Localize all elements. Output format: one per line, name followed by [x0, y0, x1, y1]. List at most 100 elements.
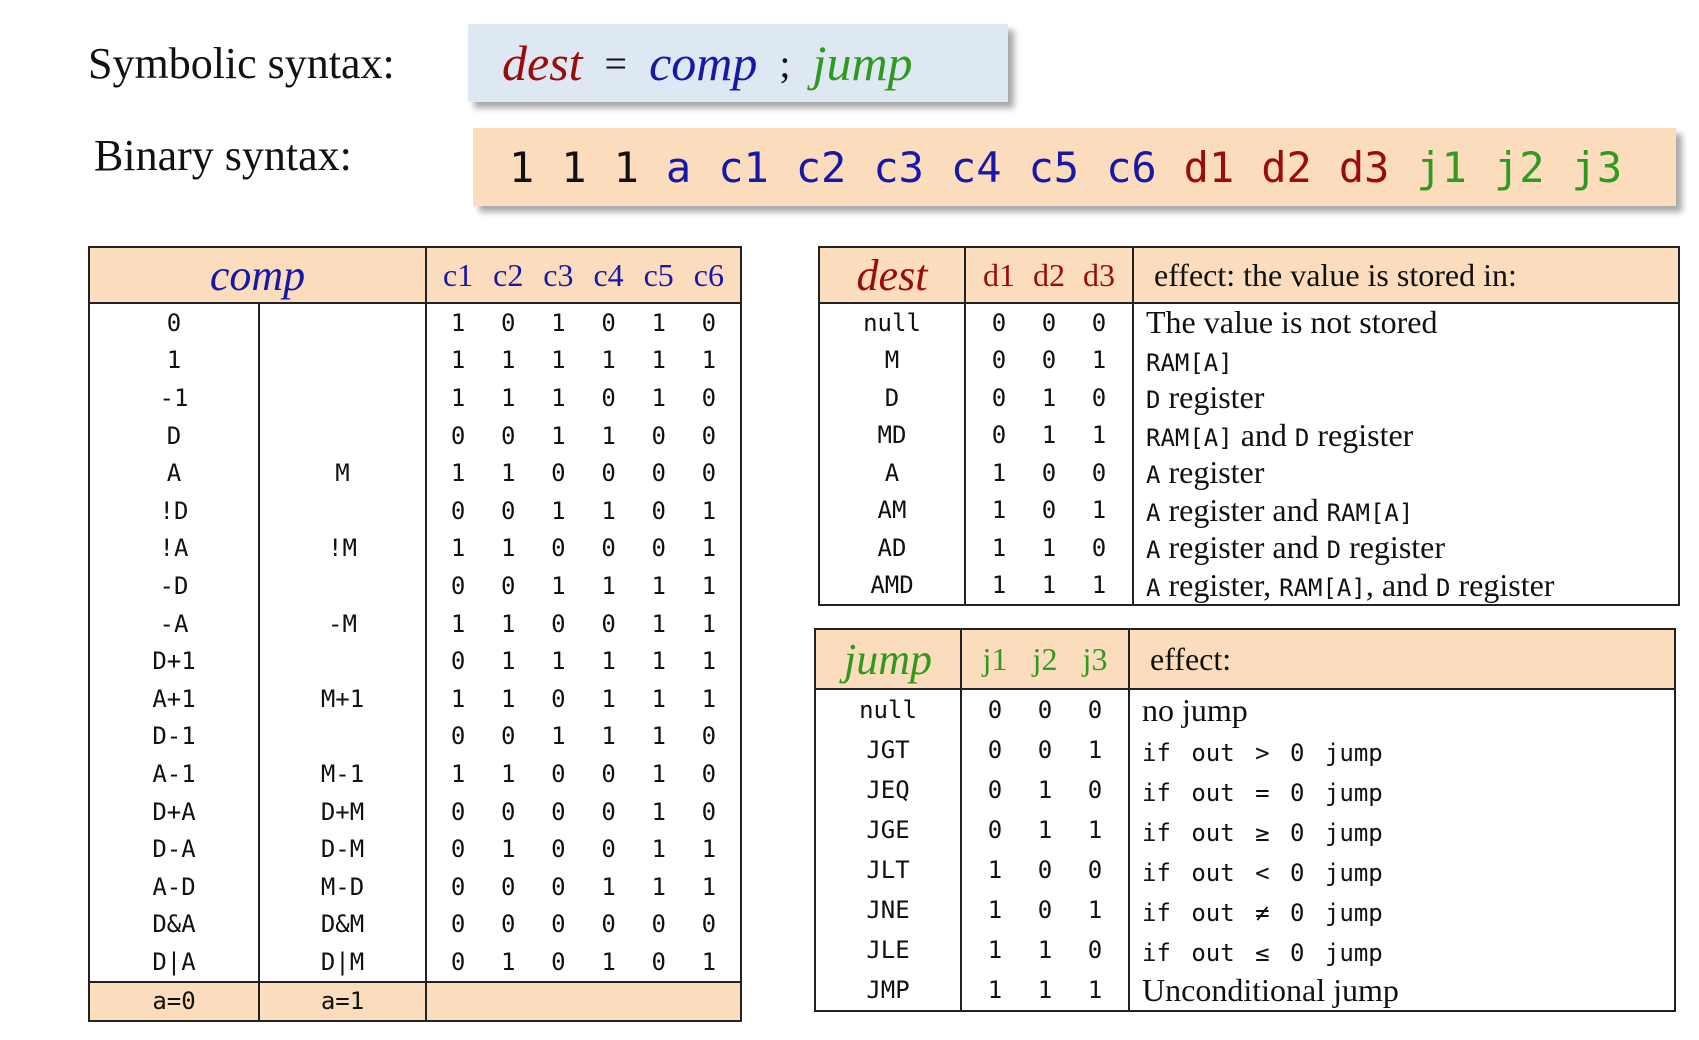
comp-a0-mnemonic: !D	[89, 491, 260, 530]
bit-value: 1	[450, 759, 466, 788]
dest-mnemonic: D	[819, 379, 966, 417]
bit-value: 0	[501, 872, 516, 901]
bit-value: 1	[1041, 383, 1057, 412]
bit-value: 0	[991, 346, 1007, 375]
bit-value: 1	[701, 684, 717, 713]
bit-value: 0	[551, 534, 566, 563]
dest-effect-segment: RAM[A]	[1279, 573, 1366, 602]
dest-effect-segment: The value is not stored	[1146, 304, 1438, 341]
comp-a1-mnemonic	[259, 303, 427, 342]
bit-value: 1	[501, 346, 516, 375]
dest-mnemonic: AMD	[819, 566, 966, 605]
bit-value: 0	[601, 835, 616, 864]
bit-value: 1	[501, 759, 516, 788]
bit-value: 1	[651, 647, 666, 676]
bit-value: 0	[551, 835, 566, 864]
comp-a0-mnemonic: D	[89, 416, 260, 455]
bit-value: 0	[501, 910, 516, 939]
bit-value: 0	[501, 308, 516, 337]
bit-value: 1	[551, 383, 566, 412]
bit-value: 1	[651, 797, 666, 826]
dest-table-title: dest	[819, 247, 966, 304]
bit-header: d3	[1083, 256, 1115, 293]
binary-token: c5	[1028, 142, 1080, 192]
dest-effect-segment: register	[1160, 379, 1265, 416]
symbolic-jump: jump	[812, 35, 913, 91]
comp-a0-mnemonic: D+A	[89, 792, 260, 831]
jump-mnemonic: JGE	[815, 810, 962, 850]
dest-effect: D register	[1133, 379, 1679, 417]
comp-a0-mnemonic: A+1	[89, 679, 260, 718]
bit-value: 0	[450, 947, 466, 976]
jump-effect-text: if out ≤ 0 jump	[1142, 938, 1383, 967]
binary-token: j1	[1416, 142, 1467, 192]
comp-a1-mnemonic	[259, 567, 427, 605]
bit-value: 0	[1087, 696, 1103, 724]
bit-value: 1	[1041, 533, 1057, 562]
bit-value: 0	[651, 534, 666, 563]
binary-token: 1	[509, 142, 535, 192]
bit-value: 1	[991, 458, 1007, 487]
dest-effect-segment: register and	[1160, 491, 1327, 528]
bit-value: 1	[501, 383, 516, 412]
bit-header: c3	[543, 256, 574, 293]
bit-value: 1	[1091, 571, 1107, 600]
binary-token: d3	[1338, 142, 1390, 192]
jump-effect-text: if out = 0 jump	[1142, 778, 1383, 807]
bit-value: 0	[501, 797, 516, 826]
dest-effect-segment: A	[1146, 573, 1161, 602]
comp-a1-mnemonic: D+M	[259, 792, 427, 831]
bit-value: 0	[991, 308, 1007, 337]
comp-a1-mnemonic: M+1	[259, 679, 427, 718]
dest-mnemonic: A	[819, 454, 966, 492]
bit-value: 0	[651, 947, 666, 976]
bit-value: 1	[1037, 976, 1053, 1004]
bit-value: 0	[501, 421, 516, 450]
bit-value: 1	[450, 308, 466, 337]
comp-a0-mnemonic: D|A	[89, 943, 260, 982]
binary-token: c2	[795, 142, 847, 192]
jump-effect-header: effect:	[1129, 629, 1675, 690]
comp-table-footer: a=0 a=1	[89, 980, 741, 1021]
symbolic-dest: dest	[502, 35, 583, 91]
comp-a0-mnemonic: D-1	[89, 717, 260, 756]
dest-effect-segment: , and	[1365, 566, 1437, 603]
comp-a1-mnemonic: !M	[259, 529, 427, 568]
jump-effect: no jump	[1129, 689, 1675, 730]
bit-value: 1	[501, 647, 516, 676]
bit-value: 0	[1041, 496, 1057, 525]
bit-value: 1	[601, 571, 616, 600]
bit-value: 1	[551, 421, 566, 450]
bit-value: 0	[701, 383, 717, 412]
bit-value: 1	[450, 383, 466, 412]
bit-value: 0	[1037, 696, 1053, 724]
jump-effect: if out ≥ 0 jump	[1129, 810, 1675, 850]
comp-a0-mnemonic: !A	[89, 529, 260, 568]
jump-effect: if out < 0 jump	[1129, 850, 1675, 890]
dest-mnemonic: AD	[819, 529, 966, 567]
bit-value: 1	[651, 722, 666, 751]
comp-a1-mnemonic: D-M	[259, 830, 427, 868]
dest-effect-segment: register and	[1160, 529, 1327, 566]
bit-value: 0	[701, 759, 717, 788]
binary-token: d2	[1261, 142, 1312, 192]
